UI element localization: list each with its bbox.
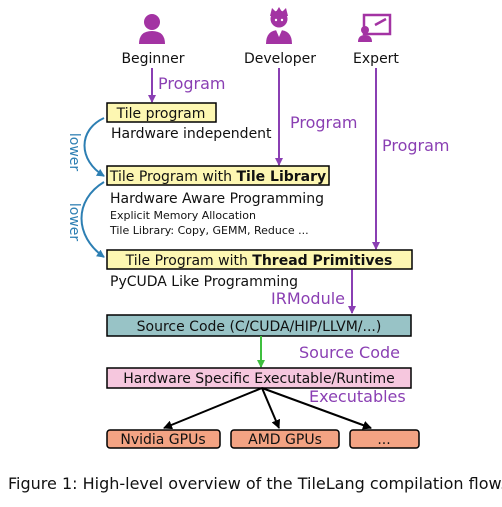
lower-arrow-2 <box>80 181 105 258</box>
source-code-box <box>106 314 412 337</box>
explicit-memory-note: Explicit Memory Allocation <box>110 209 256 222</box>
executable-text: Hardware Specific Executable/Runtime <box>123 371 395 387</box>
expert-label: Expert <box>353 51 399 67</box>
tile-program-box <box>106 102 217 123</box>
more-box <box>349 429 420 449</box>
tile-program-text: Tile program <box>116 106 206 122</box>
program-label-developer: Program <box>290 113 358 132</box>
lower-label-1: lower <box>66 133 82 172</box>
amd-text: AMD GPUs <box>248 432 322 448</box>
developer-person-icon <box>266 7 292 44</box>
amd-box <box>230 429 340 449</box>
tile-library-prefix: Tile Program with <box>109 169 237 185</box>
thread-primitives-bold: Thread Primitives <box>252 253 392 269</box>
thread-primitives-box <box>106 249 413 270</box>
more-arrow <box>261 387 372 430</box>
nvidia-text: Nvidia GPUs <box>120 432 205 448</box>
beginner-label: Beginner <box>121 51 184 67</box>
person-icon <box>139 14 165 44</box>
executables-label: Executables <box>309 387 406 406</box>
program-label-beginner: Program <box>158 74 226 93</box>
thread-primitives-text: Tile Program with Thread Primitives <box>125 253 393 269</box>
amd-arrow <box>261 387 281 429</box>
hardware-aware-note: Hardware Aware Programming <box>110 191 324 207</box>
hardware-independent-note: Hardware independent <box>111 126 272 142</box>
nvidia-box <box>106 429 221 449</box>
lower-arrow-1 <box>83 117 105 177</box>
figure-caption: Figure 1: High-level overview of the Til… <box>8 474 502 493</box>
source-code-label: Source Code <box>299 343 400 362</box>
thread-primitives-prefix: Tile Program with <box>125 253 253 269</box>
source-code-text: Source Code (C/CUDA/HIP/LLVM/...) <box>137 319 382 335</box>
presenter-icon <box>358 13 392 42</box>
tile-library-text: Tile Program with Tile Library <box>109 169 326 185</box>
tile-library-box <box>106 165 330 186</box>
nvidia-arrow <box>163 387 263 430</box>
tile-library-list-note: Tile Library: Copy, GEMM, Reduce ... <box>109 224 309 237</box>
program-label-expert: Program <box>382 136 450 155</box>
pycuda-note: PyCUDA Like Programming <box>110 274 298 290</box>
more-text: ... <box>377 432 390 448</box>
tile-library-bold: Tile Library <box>237 169 327 185</box>
irmodule-label: IRModule <box>271 289 345 308</box>
lower-label-2: lower <box>66 203 82 242</box>
executable-box <box>106 367 412 389</box>
developer-label: Developer <box>244 51 316 67</box>
